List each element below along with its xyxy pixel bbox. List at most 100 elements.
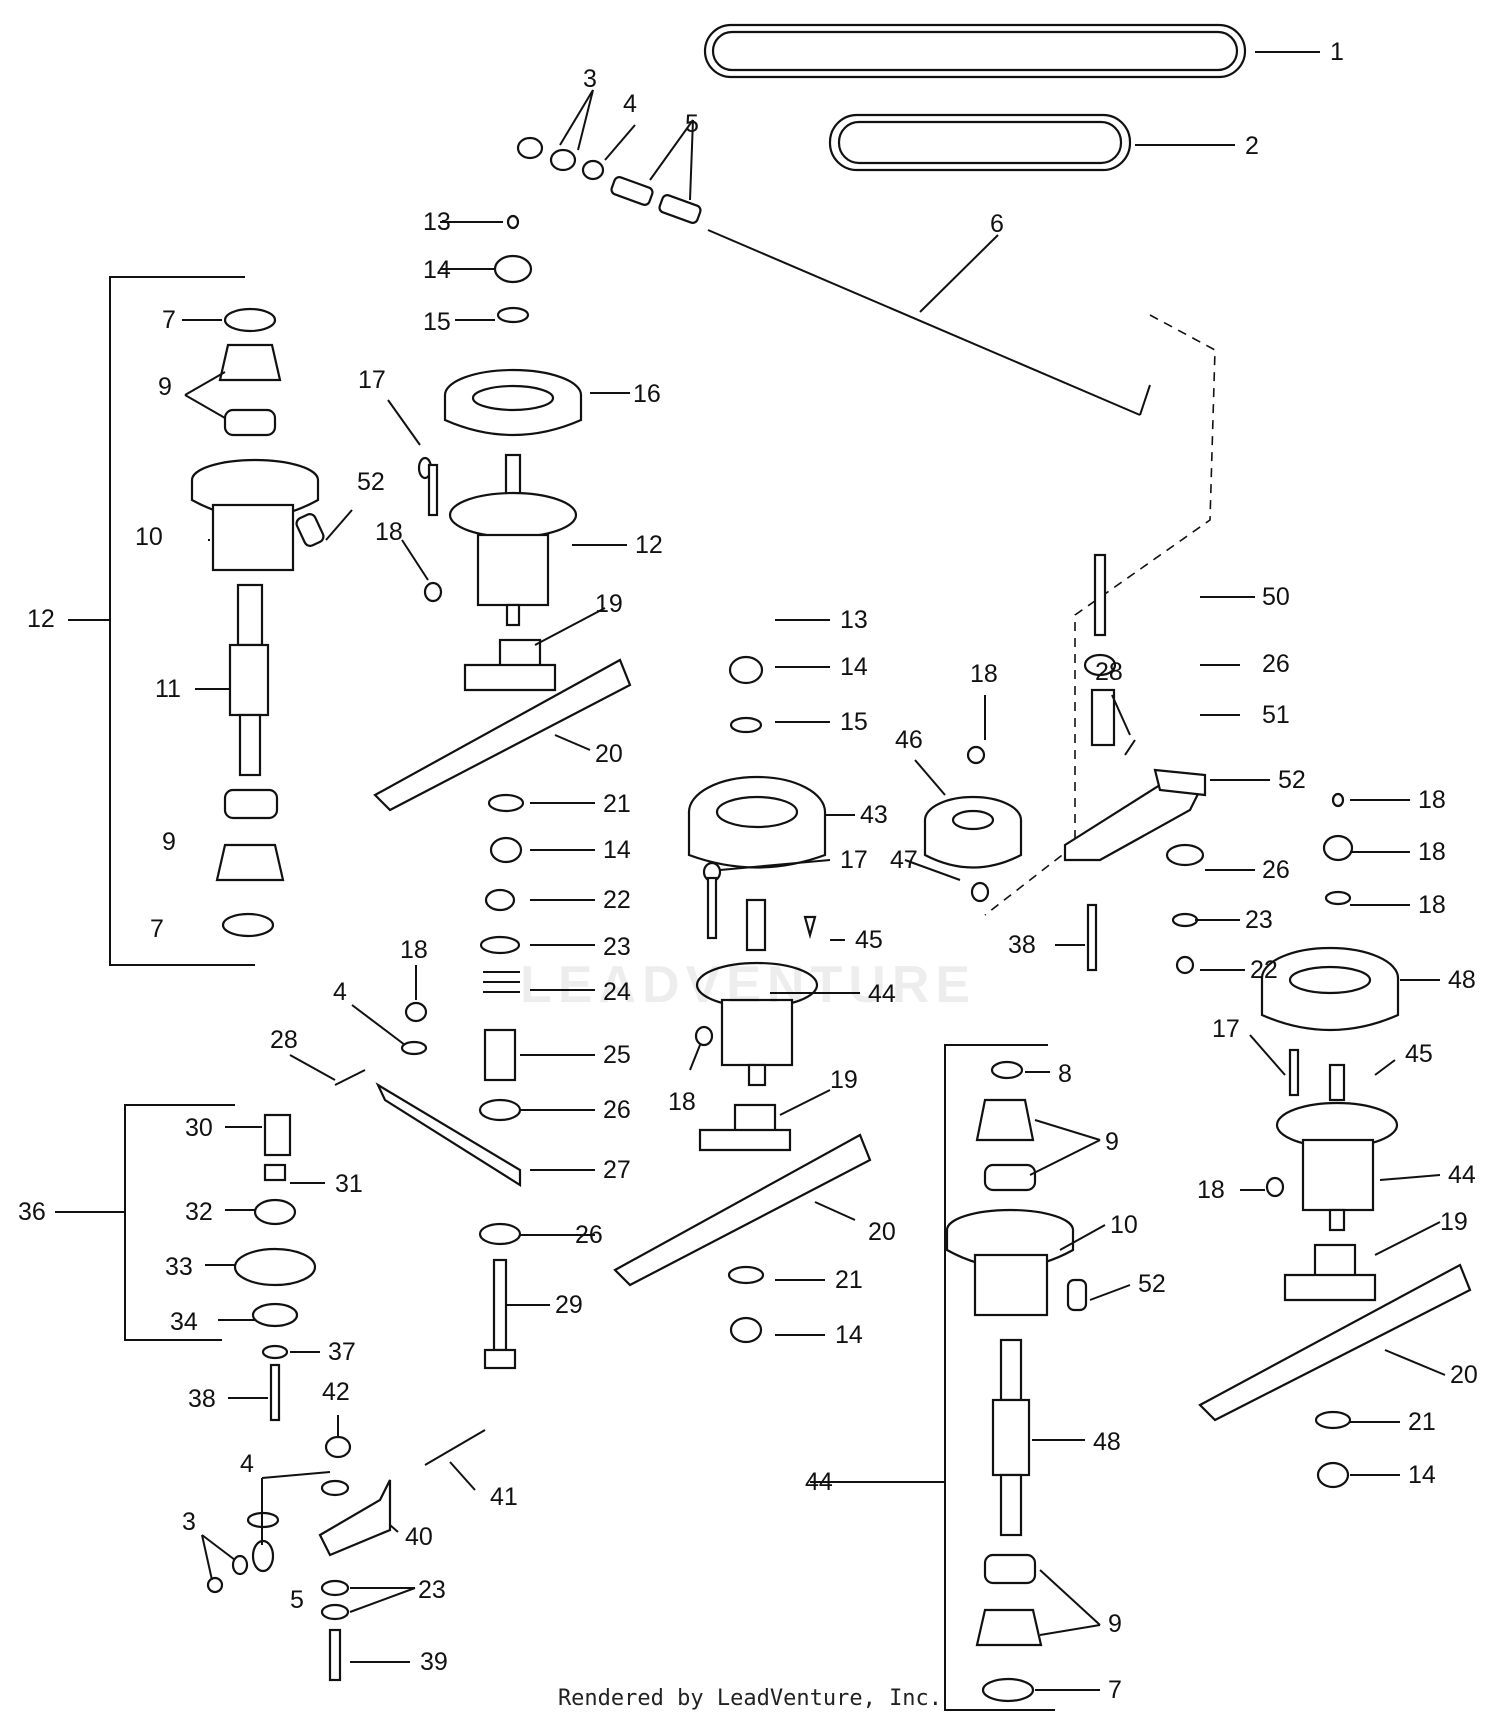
watermark: LEADVENTURE bbox=[520, 956, 977, 1014]
callout-10: 10 bbox=[135, 523, 163, 551]
blade-left[interactable] bbox=[373, 658, 632, 812]
callout-52: 52 bbox=[357, 468, 385, 496]
callout-18g: 18 bbox=[1418, 891, 1446, 919]
callout-43c: 44 bbox=[805, 1468, 833, 1496]
callout-33: 33 bbox=[165, 1253, 193, 1281]
callout-4: 4 bbox=[623, 90, 637, 118]
center-spindle-stack[interactable] bbox=[687, 655, 827, 1344]
callout-19: 19 bbox=[595, 590, 623, 618]
callout-20b: 20 bbox=[868, 1218, 896, 1246]
callout-31: 31 bbox=[335, 1170, 363, 1198]
callout-17: 17 bbox=[358, 366, 386, 394]
callout-39: 40 bbox=[405, 1523, 433, 1551]
callout-20: 20 bbox=[595, 740, 623, 768]
callout-21: 21 bbox=[603, 790, 631, 818]
callout-48: 48 bbox=[1448, 966, 1476, 994]
callout-6: 6 bbox=[990, 210, 1004, 238]
callout-38: 39 bbox=[420, 1648, 448, 1676]
center-left-spindle-stack[interactable] bbox=[295, 254, 583, 692]
bracket-35 bbox=[124, 1104, 235, 1341]
callout-7b: 7 bbox=[150, 915, 164, 943]
callout-15b: 15 bbox=[840, 708, 868, 736]
callout-26c: 26 bbox=[1262, 650, 1290, 678]
callout-44: 45 bbox=[855, 926, 883, 954]
callout-18b: 18 bbox=[400, 936, 428, 964]
callout-17c: 17 bbox=[1212, 1015, 1240, 1043]
leader-lines bbox=[55, 51, 1446, 1691]
callout-18c: 18 bbox=[668, 1088, 696, 1116]
callout-18h: 18 bbox=[1197, 1176, 1225, 1204]
callout-43b: 44 bbox=[1448, 1161, 1476, 1189]
callout-37: 38 bbox=[188, 1385, 216, 1413]
callout-14b: 14 bbox=[603, 836, 631, 864]
callout-46: 47 bbox=[890, 846, 918, 874]
callout-19c: 19 bbox=[1440, 1208, 1468, 1236]
callout-26d: 26 bbox=[1262, 856, 1290, 884]
callout-43: 44 bbox=[868, 980, 896, 1008]
callout-7: 7 bbox=[162, 306, 176, 334]
callout-9d: 9 bbox=[1108, 1610, 1122, 1638]
callout-5: 5 bbox=[685, 110, 699, 138]
callout-22b: 22 bbox=[1250, 956, 1278, 984]
callout-3: 3 bbox=[583, 65, 597, 93]
callout-13: 13 bbox=[423, 208, 451, 236]
callout-25: 25 bbox=[603, 1041, 631, 1069]
idler-pulley[interactable] bbox=[923, 745, 1023, 903]
bracket-51[interactable] bbox=[1063, 553, 1207, 972]
callout-14c: 14 bbox=[840, 653, 868, 681]
callout-21b: 21 bbox=[835, 1266, 863, 1294]
left-bottom-assembly[interactable] bbox=[206, 1113, 486, 1682]
callout-9c: 9 bbox=[1105, 1128, 1119, 1156]
callout-7c: 7 bbox=[1108, 1676, 1122, 1704]
callout-32: 32 bbox=[185, 1198, 213, 1226]
callout-23c: 23 bbox=[1245, 906, 1273, 934]
callout-30: 30 bbox=[185, 1114, 213, 1142]
callout-26: 26 bbox=[603, 1096, 631, 1124]
callout-47: 48 bbox=[1093, 1428, 1121, 1456]
callout-50: 51 bbox=[1262, 701, 1290, 729]
callout-9b: 9 bbox=[162, 828, 176, 856]
callout-41: 42 bbox=[322, 1378, 350, 1406]
left-spindle-stack[interactable] bbox=[190, 307, 320, 938]
callout-11: 11 bbox=[155, 675, 181, 703]
callout-5b: 5 bbox=[290, 1586, 304, 1614]
callout-20c: 20 bbox=[1450, 1361, 1478, 1389]
callout-18d: 18 bbox=[970, 660, 998, 688]
callout-18e: 18 bbox=[1418, 786, 1446, 814]
footer-credit: Rendered by LeadVenture, Inc. bbox=[557, 1686, 943, 1711]
callout-4c: 4 bbox=[240, 1450, 254, 1478]
belt-inner[interactable] bbox=[828, 113, 1132, 172]
callout-14: 14 bbox=[423, 256, 451, 284]
lower-right-spindle-stack[interactable] bbox=[945, 1060, 1088, 1703]
blade-center[interactable] bbox=[613, 1133, 872, 1287]
dashed-link bbox=[984, 314, 1216, 916]
callout-4b: 4 bbox=[333, 978, 347, 1006]
callout-19b: 19 bbox=[830, 1066, 858, 1094]
callout-labels: 1 2 3 4 5 6 13 14 15 7 9 17 16 52 10 18 … bbox=[18, 38, 1478, 1704]
callout-8: 8 bbox=[1058, 1060, 1072, 1088]
belt-outer[interactable] bbox=[703, 23, 1247, 79]
callout-35: 36 bbox=[18, 1198, 46, 1226]
callout-10b: 10 bbox=[1110, 1211, 1138, 1239]
top-hardware[interactable] bbox=[506, 136, 702, 230]
tension-rod[interactable] bbox=[707, 229, 1151, 416]
callout-27: 27 bbox=[603, 1156, 631, 1184]
callout-23: 23 bbox=[603, 933, 631, 961]
callout-24: 24 bbox=[603, 978, 631, 1006]
callout-14d: 14 bbox=[835, 1321, 863, 1349]
callout-12b: 12 bbox=[27, 605, 55, 633]
callout-45: 46 bbox=[895, 726, 923, 754]
center-left-lower-hardware[interactable] bbox=[334, 793, 525, 1370]
blade-right[interactable] bbox=[1198, 1263, 1472, 1422]
callout-1: 1 bbox=[1330, 38, 1344, 66]
callout-18: 18 bbox=[375, 518, 403, 546]
callout-12: 12 bbox=[635, 531, 663, 559]
callout-36: 37 bbox=[328, 1338, 356, 1366]
right-spindle-stack[interactable] bbox=[1165, 792, 1400, 1489]
callout-13b: 13 bbox=[840, 606, 868, 634]
callout-52b: 52 bbox=[1138, 1270, 1166, 1298]
callout-21c: 21 bbox=[1408, 1408, 1436, 1436]
bracket-43 bbox=[944, 1044, 1055, 1711]
callout-22: 22 bbox=[603, 886, 631, 914]
